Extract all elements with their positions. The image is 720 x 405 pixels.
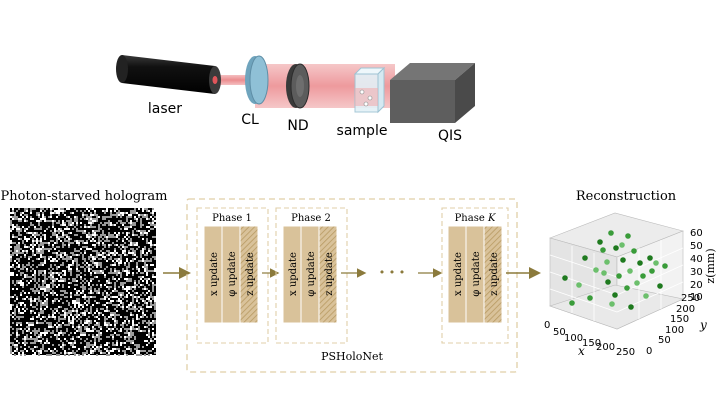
reconstruction-point [653, 260, 659, 266]
x-tick: 100 [564, 333, 583, 344]
x-tick: 50 [553, 327, 566, 338]
update-label: z update [245, 252, 256, 296]
z-axis-label: z(mm) [704, 248, 717, 283]
phase-title: Phase 1 [212, 213, 252, 224]
phase-title: Phase K [455, 213, 496, 224]
x-tick: 150 [582, 338, 601, 349]
reconstruction-point [619, 242, 625, 248]
update-label: x update [453, 252, 464, 296]
z-tick: 40 [690, 254, 703, 265]
reconstruction-point [605, 279, 611, 285]
reconstruction-point [593, 267, 599, 273]
reconstruction-point [620, 257, 626, 263]
update-label: x update [209, 252, 220, 296]
qis-sensor [390, 63, 475, 123]
z-tick: 10 [690, 292, 703, 303]
reconstruction-point [631, 248, 637, 254]
x-tick: 0 [544, 320, 550, 331]
update-block-z [318, 225, 338, 324]
nd-label: ND [287, 118, 308, 134]
reconstruction-point [662, 263, 668, 269]
cl-label: CL [241, 112, 259, 128]
phase-block: Phase 1 x update φ update z update [196, 207, 269, 344]
reconstruction-point [637, 260, 643, 266]
optical-setup: laser CL ND sample QIS [116, 55, 475, 144]
sample-label: sample [337, 123, 388, 139]
x-axis-label: x [578, 344, 585, 358]
reconstruction-point [627, 268, 633, 274]
laser [116, 55, 221, 94]
update-label: x update [288, 252, 299, 296]
reconstruction-point [640, 273, 646, 279]
x-tick: 250 [616, 347, 635, 358]
laser-label: laser [148, 101, 182, 117]
reconstruction-point [608, 230, 614, 236]
y-tick: 100 [665, 325, 684, 336]
reconstruction-point [624, 285, 630, 291]
reconstruction-point [628, 304, 634, 310]
reconstruction-point [569, 300, 575, 306]
reconstruction-point [562, 275, 568, 281]
y-tick: 150 [670, 314, 689, 325]
y-tick: 50 [658, 335, 671, 346]
reconstruction-point [609, 301, 615, 307]
y-tick: 250 [681, 293, 700, 304]
sample-cuvette [353, 66, 386, 114]
update-label: z update [324, 252, 335, 296]
update-label: z update [489, 252, 500, 296]
update-label: φ update [227, 251, 238, 296]
reconstruction-point [601, 270, 607, 276]
reconstruction-title: Reconstruction [576, 189, 677, 204]
update-block-z [239, 225, 259, 324]
y-tick: 200 [676, 304, 695, 315]
reconstruction-point [643, 293, 649, 299]
hologram-image [10, 208, 156, 356]
reconstruction-point [634, 280, 640, 286]
reconstruction-point [576, 282, 582, 288]
ellipsis: • • • [379, 266, 405, 279]
beam-narrow [210, 75, 255, 85]
x-tick: 200 [596, 342, 615, 353]
reconstruction-point [647, 255, 653, 261]
reconstruction-point [625, 233, 631, 239]
reconstruction-point [616, 273, 622, 279]
hologram-title: Photon-starved hologram [1, 189, 168, 204]
reconstruction-point [649, 268, 655, 274]
psholonet-container: PSHoloNet [186, 198, 518, 373]
phase-block: Phase K x update φ update z update [441, 207, 509, 344]
update-label: φ update [471, 251, 482, 296]
phase-block: Phase 2 x update φ update z update [275, 207, 348, 344]
reconstruction-point [600, 247, 606, 253]
cylindrical-lens [245, 55, 269, 105]
reconstruction-point [604, 259, 610, 265]
reconstruction-point [597, 239, 603, 245]
z-tick: 20 [690, 280, 703, 291]
phase-title: Phase 2 [291, 213, 331, 224]
reconstruction-point [587, 295, 593, 301]
y-tick: 0 [646, 346, 652, 357]
reconstruction-point [612, 292, 618, 298]
z-tick: 50 [690, 241, 703, 252]
network-name: PSHoloNet [321, 350, 383, 363]
reconstruction-plot: 0 50 100 150 200 250 x 0 50 100 150 200 … [544, 212, 717, 358]
z-tick: 30 [690, 267, 703, 278]
reconstruction-point [582, 255, 588, 261]
y-axis-label: y [699, 318, 707, 332]
update-block-z [483, 225, 503, 324]
reconstruction-point [657, 283, 663, 289]
update-label: φ update [306, 251, 317, 296]
nd-filter [286, 63, 310, 109]
qis-label: QIS [438, 128, 462, 144]
z-tick: 60 [690, 228, 703, 239]
reconstruction-point [613, 245, 619, 251]
